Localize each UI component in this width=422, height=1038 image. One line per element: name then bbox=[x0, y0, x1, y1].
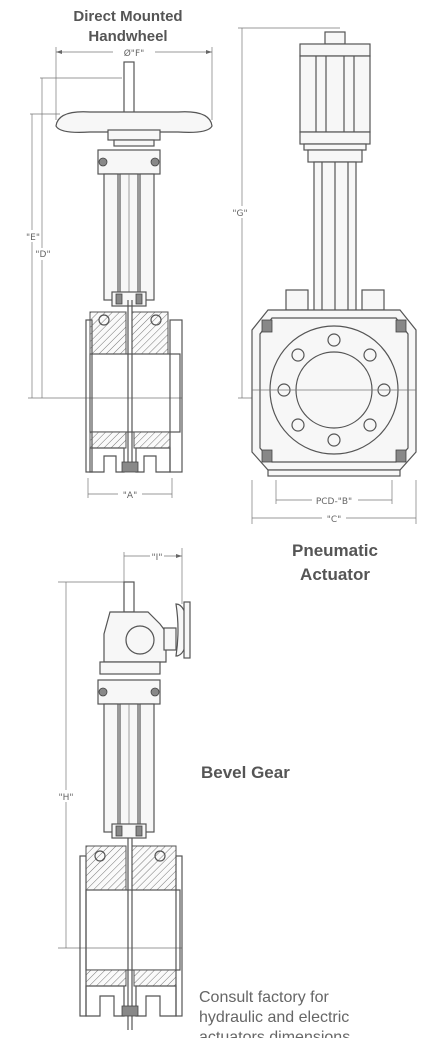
pneumatic-valve-drawing: "G" bbox=[230, 27, 417, 525]
dim-label-G: "G" bbox=[232, 209, 247, 219]
handwheel-title-line-2: Handwheel bbox=[88, 28, 167, 45]
pneumatic-title-line-2: Actuator bbox=[300, 565, 370, 584]
dim-label-H: "H" bbox=[58, 793, 73, 803]
note-line-1: Consult factory for bbox=[199, 989, 330, 1006]
bevel-gear-title: Bevel Gear bbox=[201, 763, 290, 782]
handwheel-title-line-1: Direct Mounted bbox=[73, 8, 182, 25]
dim-label-D: "D" bbox=[35, 250, 50, 260]
handwheel-valve-drawing: Ø"F" "E" "D" bbox=[26, 47, 213, 501]
dim-label-A: "A" bbox=[123, 491, 137, 501]
dim-label-C: "C" bbox=[327, 515, 342, 525]
dim-label-E: "E" bbox=[26, 233, 40, 243]
note-line-3: actuators dimensions bbox=[199, 1029, 350, 1038]
dim-label-I: "I" bbox=[152, 553, 163, 563]
dim-label-F: Ø"F" bbox=[124, 48, 145, 59]
note-line-2: hydraulic and electric bbox=[199, 1009, 349, 1026]
pneumatic-title-line-1: Pneumatic bbox=[292, 541, 378, 560]
bevel-gear-valve-drawing: "I" "H" bbox=[56, 548, 191, 1030]
dim-label-B: PCD-"B" bbox=[316, 497, 352, 507]
